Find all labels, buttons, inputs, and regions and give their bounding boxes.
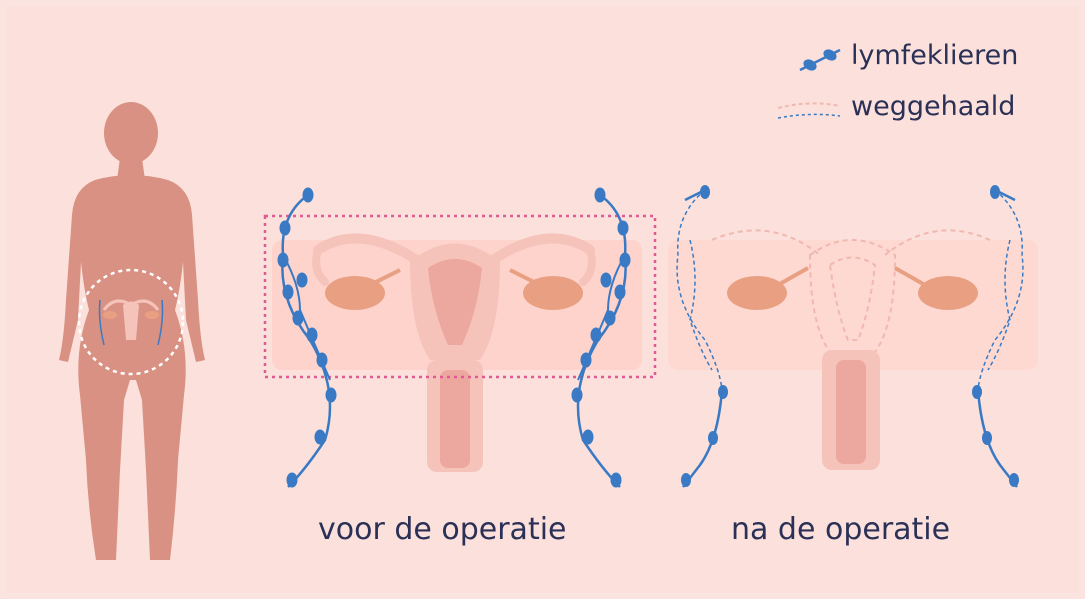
after-caption: na de operatie <box>731 512 950 547</box>
legend-removed-label: weggehaald <box>851 91 1015 122</box>
legend-lymph-nodes-label: lymfeklieren <box>851 40 1018 71</box>
before-caption: voor de operatie <box>318 512 567 547</box>
